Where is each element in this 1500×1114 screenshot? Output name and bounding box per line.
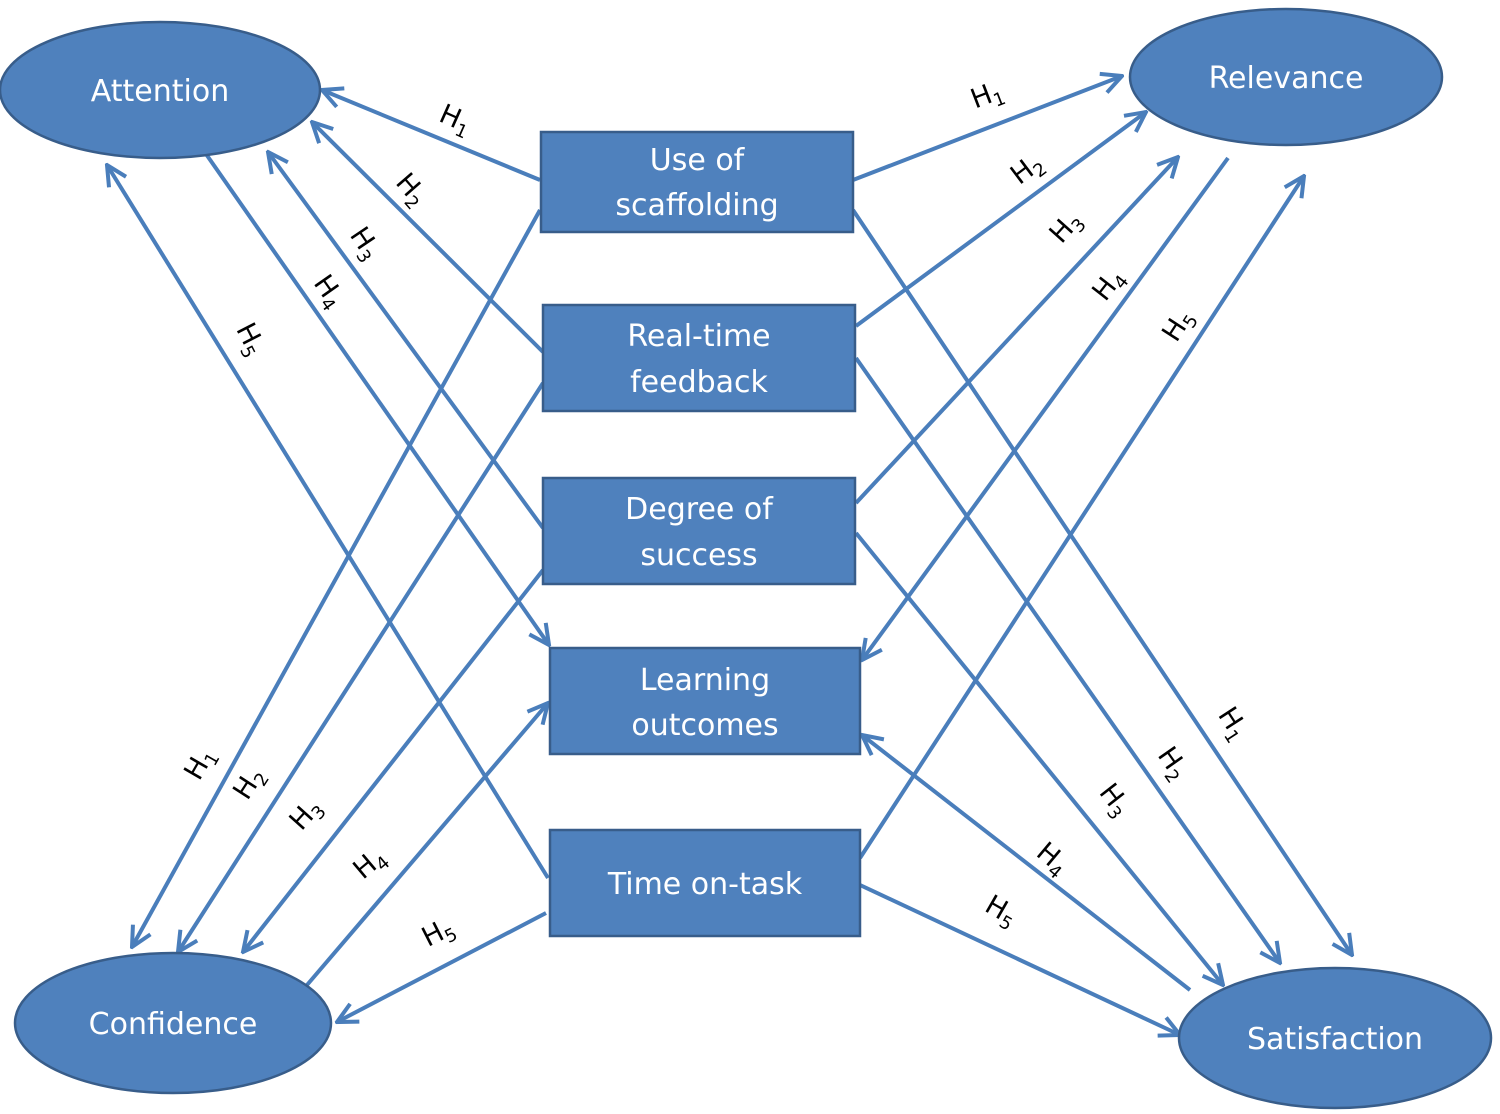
label-h4-satisfaction: H4 (1028, 836, 1075, 883)
label-h2-satisfaction: H2 (1148, 741, 1195, 787)
arrow-success-satisfaction (854, 531, 1223, 985)
feedback-box: Real-time feedback (541, 303, 857, 413)
arrow-scaffolding-attention (322, 90, 541, 182)
arrow-scaffolding-relevance (852, 76, 1122, 182)
arrow-feedback-confidence (178, 381, 545, 952)
learning-line-1: Learning (640, 663, 770, 698)
label-h4-relevance: H4 (1086, 263, 1133, 310)
label-h4-confidence: H4 (347, 841, 394, 888)
arrow-attention-learning (204, 152, 549, 645)
arrow-time-relevance (858, 176, 1304, 860)
label-h1-satisfaction: H1 (1208, 702, 1255, 748)
confidence-label: Confidence (89, 1007, 258, 1042)
arrow-scaffolding-satisfaction (851, 208, 1352, 955)
satisfaction-node: Satisfaction (1177, 966, 1493, 1110)
scaffolding-line-1: Use of (650, 143, 746, 178)
label-h1-attention: H1 (433, 99, 476, 144)
feedback-line-2: feedback (630, 365, 768, 400)
label-h3-relevance: H3 (1044, 205, 1091, 252)
arrow-success-relevance (854, 157, 1178, 505)
scaffolding-box: Use of scaffolding (539, 130, 855, 234)
label-h3-confidence: H3 (284, 792, 331, 839)
feedback-line-1: Real-time (627, 319, 770, 354)
arrow-relevance-learning (862, 156, 1230, 660)
learning-line-2: outcomes (631, 708, 778, 743)
label-h1-confidence: H1 (178, 742, 224, 787)
nodes: Attention Relevance Confidence Satisfact… (0, 7, 1493, 1110)
hypothesis-arrows (107, 76, 1352, 1035)
arrow-confidence-learning (305, 703, 548, 987)
label-h4-attention: H4 (304, 269, 351, 315)
arrow-time-confidence (337, 911, 547, 1022)
time-line-1: Time on-task (607, 867, 803, 902)
arrow-feedback-relevance (854, 112, 1146, 328)
satisfaction-label: Satisfaction (1247, 1022, 1423, 1057)
arrow-time-satisfaction (859, 883, 1180, 1035)
relevance-node: Relevance (1128, 7, 1444, 147)
label-h5-confidence: H5 (417, 911, 461, 957)
success-box: Degree of success (541, 476, 857, 586)
arrow-success-attention (268, 152, 545, 530)
arrow-scaffolding-confidence (132, 209, 542, 947)
label-h2-attention: H2 (386, 167, 433, 214)
scaffolding-line-2: scaffolding (615, 188, 778, 223)
confidence-node: Confidence (13, 951, 333, 1095)
relevance-label: Relevance (1209, 61, 1364, 96)
success-line-2: success (640, 538, 757, 573)
time-on-task-box: Time on-task (548, 828, 862, 938)
arrow-success-confidence (243, 568, 545, 952)
label-h1-relevance: H1 (967, 75, 1009, 119)
arrow-feedback-satisfaction (854, 356, 1280, 963)
label-h3-satisfaction: H3 (1090, 778, 1137, 825)
label-h2-confidence: H2 (227, 762, 274, 808)
arrow-satisfaction-learning (862, 735, 1192, 992)
arrow-feedback-attention (312, 122, 545, 354)
attention-label: Attention (91, 74, 229, 109)
label-h5-attention: H5 (226, 318, 272, 362)
arrow-time-attention (107, 165, 550, 880)
success-line-1: Degree of (625, 492, 774, 527)
learning-outcomes-box: Learning outcomes (548, 646, 862, 756)
attention-node: Attention (0, 20, 322, 160)
label-h5-satisfaction: H5 (978, 889, 1023, 935)
